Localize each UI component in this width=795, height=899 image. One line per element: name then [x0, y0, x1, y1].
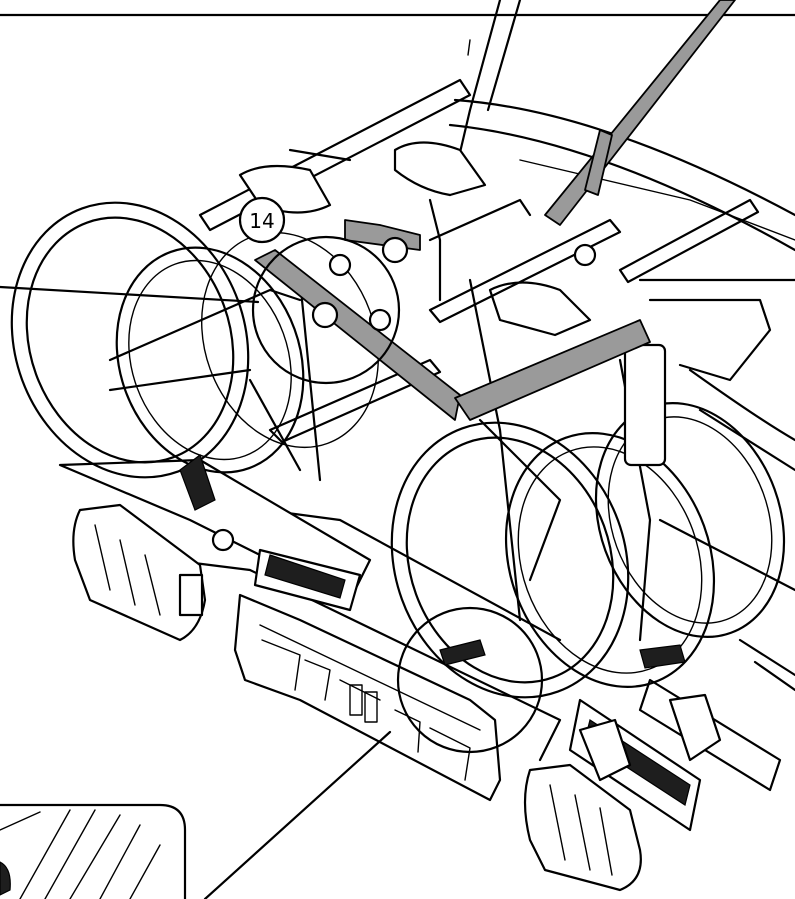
- detail-circle-frame-holder: [251, 235, 401, 385]
- wheel-trays: [58, 458, 782, 832]
- left-tail-light: [72, 503, 207, 642]
- leader-line-upper: [0, 285, 260, 304]
- right-tail-light: [523, 763, 642, 892]
- carrier-base: [168, 498, 562, 802]
- detail-inset: [0, 803, 187, 899]
- wheel-clamp-icon: [179, 236, 722, 782]
- leader-line-lower: [203, 730, 392, 899]
- tie-down-strap-icon: [544, 0, 736, 226]
- detail-circle-wheel-strap: [396, 606, 544, 754]
- bike-frames: [108, 78, 760, 642]
- step-callout: 14: [238, 196, 286, 244]
- step-number: 14: [249, 209, 274, 233]
